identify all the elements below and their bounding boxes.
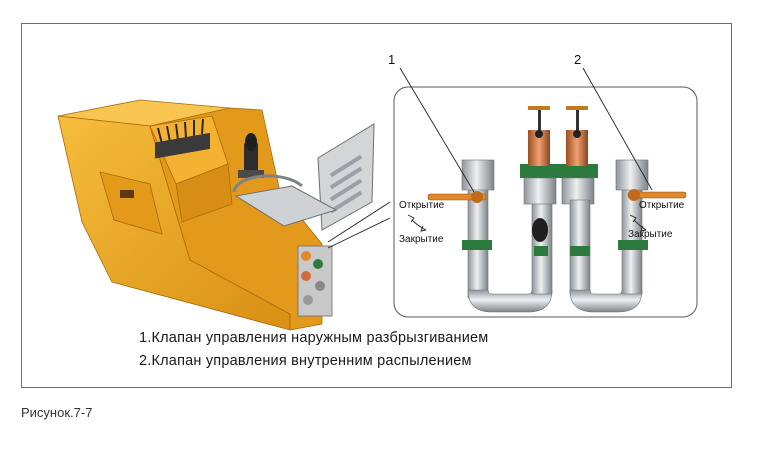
valve-1-open-label: Открытие bbox=[399, 200, 445, 211]
machine-illustration bbox=[57, 99, 391, 331]
valve-2-open-label: Открытие bbox=[639, 200, 685, 211]
valve-2-assembly bbox=[569, 159, 687, 313]
figure-caption: Рисунок.7-7 bbox=[21, 405, 93, 420]
figure-frame: 1 2 Открытие Закрытие Открытие Закрытие … bbox=[21, 23, 732, 388]
callout-number-1: 1 bbox=[388, 52, 396, 67]
legend-item-1: 1.Клапан управления наружным разбрызгива… bbox=[139, 330, 489, 346]
figure-illustration bbox=[57, 67, 698, 331]
open-close-arrow-1 bbox=[407, 214, 427, 232]
valve-1-assembly bbox=[427, 159, 553, 313]
valve-1-closed-label: Закрытие bbox=[399, 234, 444, 245]
open-close-arrow-2 bbox=[629, 214, 647, 232]
middle-fittings bbox=[520, 106, 598, 295]
valve-2-closed-label: Закрытие bbox=[628, 229, 673, 240]
legend-item-2: 2.Клапан управления внутренним распылени… bbox=[139, 353, 472, 369]
callout-number-2: 2 bbox=[574, 52, 582, 67]
valve-detail-inset bbox=[393, 67, 698, 318]
